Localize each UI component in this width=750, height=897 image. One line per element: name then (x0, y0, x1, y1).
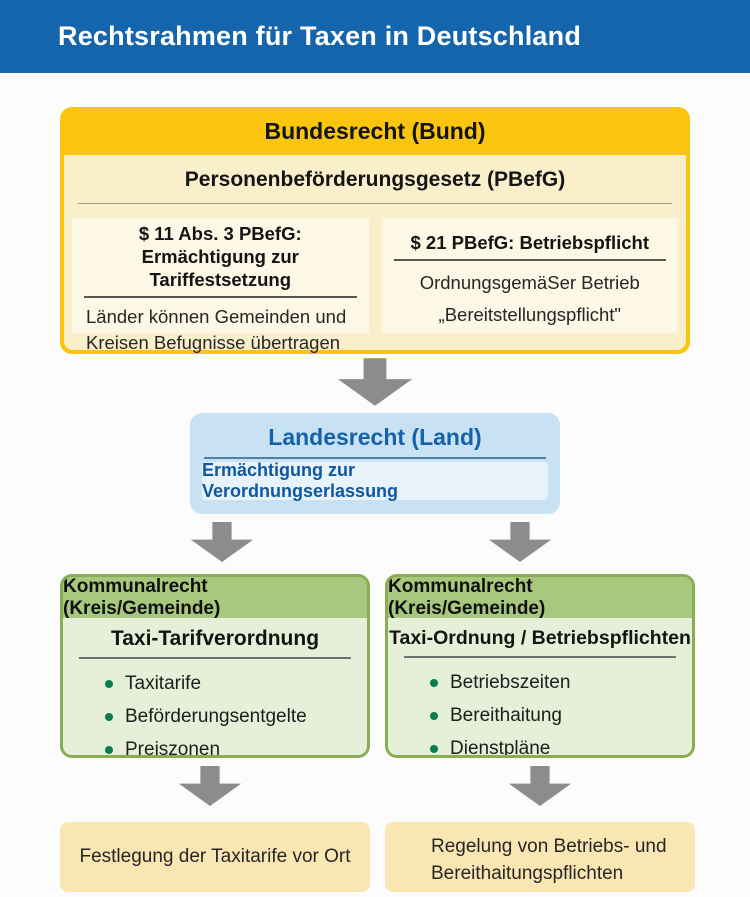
paragraph-21-body-line1: OrdnungsgemäSer Betrieb (419, 272, 640, 293)
outcome-right-box: Regelung von Betriebs- und Bereithaitung… (385, 822, 695, 892)
down-arrow-icon (508, 763, 572, 814)
list-item: Preiszonen (105, 733, 367, 755)
paragraph-11-heading: $ 11 Abs. 3 PBefG: Ermächtigung zur Tari… (82, 222, 359, 291)
paragraph-row: $ 11 Abs. 3 PBefG: Ermächtigung zur Tari… (72, 218, 678, 353)
paragraph-11-box: $ 11 Abs. 3 PBefG: Ermächtigung zur Tari… (72, 218, 369, 353)
paragraph-11-heading-line2: Ermächtigung zur Tariffestsetzung (141, 246, 299, 290)
landesrecht-box: Landesrecht (Land) Ermächtigung zur Vero… (190, 413, 560, 514)
outcome-left-box: Festlegung der Taxitarife vor Ort (60, 822, 370, 892)
page-title: Rechtsrahmen für Taxen in Deutschland (58, 21, 582, 51)
divider (78, 203, 672, 204)
paragraph-21-body-line2: „Bereitstellungspflicht" (438, 304, 621, 325)
list-item: Bereithaitung (430, 699, 692, 732)
divider (393, 259, 666, 261)
paragraph-21-box: $ 21 PBefG: Betriebspflicht Ordnungsgemä… (381, 218, 678, 333)
divider (404, 656, 676, 658)
kommunalrecht-left-box: Kommunalrecht (Kreis/Gemeinde) Taxi-Tari… (60, 574, 370, 758)
down-arrow-icon (488, 518, 552, 571)
bundesrecht-body: Personenbeförderungsgesetz (PBefG) $ 11 … (64, 155, 686, 353)
down-arrow-icon (178, 763, 242, 814)
header-bar: Rechtsrahmen für Taxen in Deutschland (0, 0, 750, 73)
list-item: Beförderungsentgelte (105, 700, 367, 733)
taxi-ordnung-list: Betriebszeiten Bereithaitung Dienstpläne (388, 666, 692, 755)
kommunalrecht-right-box: Kommunalrecht (Kreis/Gemeinde) Taxi-Ordn… (385, 574, 695, 758)
divider (204, 457, 546, 459)
bundesrecht-header: Bundesrecht (Bund) (264, 117, 486, 144)
divider (79, 657, 351, 659)
landesrecht-title: Landesrecht (Land) (268, 424, 482, 450)
paragraph-11-body: Länder können Gemeinden und Kreisen Befu… (82, 304, 359, 356)
kommunalrecht-right-header: Kommunalrecht (Kreis/Gemeinde) (388, 577, 692, 619)
paragraph-21-body: OrdnungsgemäSer Betrieb „Bereitstellungs… (392, 267, 669, 331)
outcome-left-text: Festlegung der Taxitarife vor Ort (79, 846, 351, 867)
taxi-ordnung-title: Taxi-Ordnung / Betriebspflichten (389, 627, 691, 649)
paragraph-11-body-line2: Kreisen Befugnisse übertragen (86, 332, 341, 353)
tarifverordnung-title: Taxi-Tarifverordnung (110, 627, 320, 650)
landesrecht-subtitle-box: Ermächtigung zur Verordnungserlassung (202, 460, 548, 501)
tarifverordnung-list: Taxitarife Beförderungsentgelte Preiszon… (63, 667, 367, 755)
pbefg-title: Personenbeförderungsgesetz (PBefG) (184, 168, 566, 191)
outcome-right-line2: Bereithaitungspflichten (431, 863, 624, 884)
outcome-right-line1: Regelung von Betriebs- und (431, 836, 667, 857)
paragraph-11-body-line1: Länder können Gemeinden und (86, 306, 347, 327)
list-item: Dienstpläne (430, 732, 692, 755)
list-item: Taxitarife (105, 667, 367, 700)
paragraph-21-heading: $ 21 PBefG: Betriebspflicht (410, 232, 649, 253)
paragraph-11-heading-line1: $ 11 Abs. 3 PBefG: (138, 223, 302, 244)
down-arrow-icon (337, 357, 413, 412)
bundesrecht-box: Bundesrecht (Bund) Personenbeförderungsg… (60, 107, 690, 354)
divider (84, 296, 357, 298)
down-arrow-icon (190, 518, 254, 571)
list-item: Betriebszeiten (430, 666, 692, 699)
kommunalrecht-left-header: Kommunalrecht (Kreis/Gemeinde) (63, 577, 367, 619)
